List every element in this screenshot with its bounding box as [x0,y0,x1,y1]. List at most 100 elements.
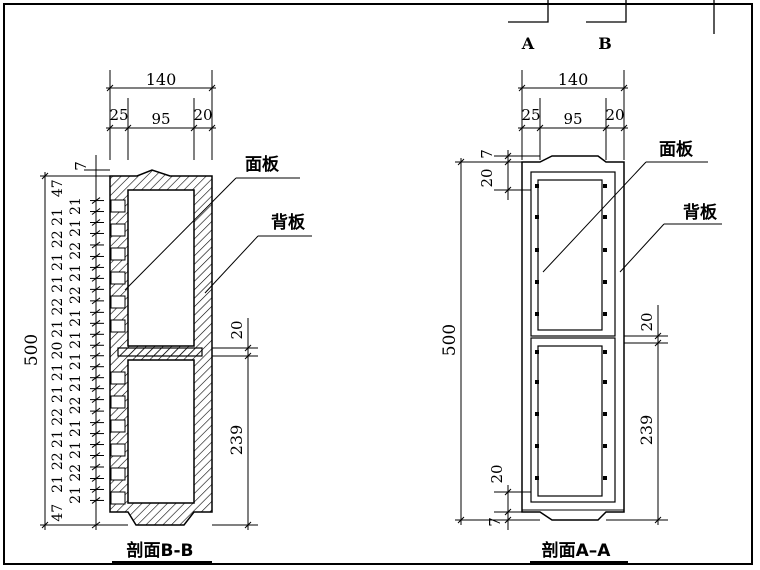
bb-rib [110,467,126,481]
bb-stack-label: 21 [68,264,84,282]
bb-stack-slash [91,463,101,471]
bb-rib [110,419,126,433]
bb-right-dim-239: 239 [227,425,246,456]
bb-stack-label: 22 [68,242,84,260]
bb-stack-label: 21 [50,208,66,226]
bb-stack-slash [91,285,101,293]
aa-width-dims [518,70,628,160]
bb-stack-label: 21 [50,275,66,293]
bb-right-dim-20: 20 [228,320,246,339]
bb-stack-slash [91,253,101,260]
aa-right-dim-239: 239 [637,415,656,446]
bb-stack-slash [91,396,101,404]
bb-stack-label: 21 [68,219,84,237]
bb-rib [110,371,126,385]
aa-overall-height: 500 [440,324,460,356]
aa-title: 剖面A–A [542,540,612,561]
aa-rebar-dot [535,350,539,354]
aa-rebar-dot [603,184,607,188]
bb-stack-label: 22 [68,396,84,414]
aa-rebar-dot [603,280,607,284]
bb-stack-slash [91,452,101,459]
aa-rebar-dot [535,280,539,284]
section-markers: A B [508,0,715,53]
bb-stack-slash [91,407,101,415]
bb-rib [110,199,126,213]
bb-rib [110,247,126,261]
bb-stack-slash [91,319,101,327]
aa-rebar-dot [603,215,607,219]
bb-width-part-2: 95 [151,110,170,128]
bb-stack-label: 22 [50,298,66,316]
bb-top-dim: 7 [72,161,90,171]
aa-callout-back: 背板 [683,202,718,223]
aa-rebar-dot [535,476,539,480]
aa-rebar-dot [603,444,607,448]
marker-a: A [521,34,535,53]
aa-callout-lines [542,161,722,273]
bb-stack-slash [91,275,101,282]
aa-rebar-dot [603,312,607,316]
aa-rebar-dot [535,380,539,384]
bb-stack-slash [91,374,101,382]
bb-stack-label: 21 [68,419,84,437]
aa-rebar-dot [603,412,607,416]
aa-right-dim-20: 20 [638,312,656,331]
aa-bottom-dim-7: 7 [486,517,504,527]
bb-rib [110,223,126,237]
bb-stack-label: 22 [68,286,84,304]
aa-top-dim-20: 20 [478,168,496,187]
bb-block [109,169,213,526]
aa-rebar-dot [535,412,539,416]
aa-block [521,155,625,521]
bb-stack-slash [91,352,101,360]
bb-stack-label: 21 [50,320,66,338]
aa-rebar-dot [535,444,539,448]
bb-stack-slash [91,341,101,349]
bb-callout-face: 面板 [245,154,280,175]
bb-stack-slash [91,208,101,215]
aa-rebar-dot [603,248,607,252]
bb-stack-label: 22 [68,464,84,482]
bb-stack-slash [91,297,101,305]
bb-title: 剖面B-B [127,540,194,561]
bb-stack-slash [91,385,101,393]
aa-top-dim-7: 7 [478,149,496,159]
bb-stack-label: 21 [50,385,66,403]
bb-overall-height: 500 [22,334,42,366]
bb-stack-label: 20 [50,342,66,360]
bb-stack-label: 22 [50,230,66,248]
aa-width-part-3: 20 [605,106,624,124]
bb-stack-slash [91,308,101,316]
bb-stack-label: 22 [50,452,66,470]
bb-stack-label: 47 [50,179,66,197]
bb-rib [110,491,126,505]
aa-overall-width: 140 [558,70,589,89]
bb-stack-slash [91,497,101,504]
aa-rebar-dot [603,350,607,354]
bb-callout-lines [124,177,312,294]
bb-stack-slash [91,264,101,271]
aa-width-part-1: 25 [521,106,540,124]
section-aa: 140 25 95 20 [440,70,722,563]
bb-overall-width: 140 [146,70,177,89]
aa-callout-face: 面板 [659,139,694,160]
aa-rebar-dot [603,380,607,384]
bb-rib [110,295,126,309]
bb-rib [110,395,126,409]
aa-rebar-dot [535,312,539,316]
bb-stack-label: 21 [68,331,84,349]
bb-rib [110,443,126,457]
aa-left-dims [455,150,540,530]
bb-width-dims [106,70,216,160]
aa-rebar-dot [535,215,539,219]
bb-width-part-3: 20 [193,106,212,124]
aa-rebar-dot [535,248,539,252]
bb-stack-label: 21 [68,441,84,459]
bb-stack-label: 21 [68,374,84,392]
bb-stack-slash [91,430,101,437]
aa-bottom-dim-20: 20 [488,464,506,483]
